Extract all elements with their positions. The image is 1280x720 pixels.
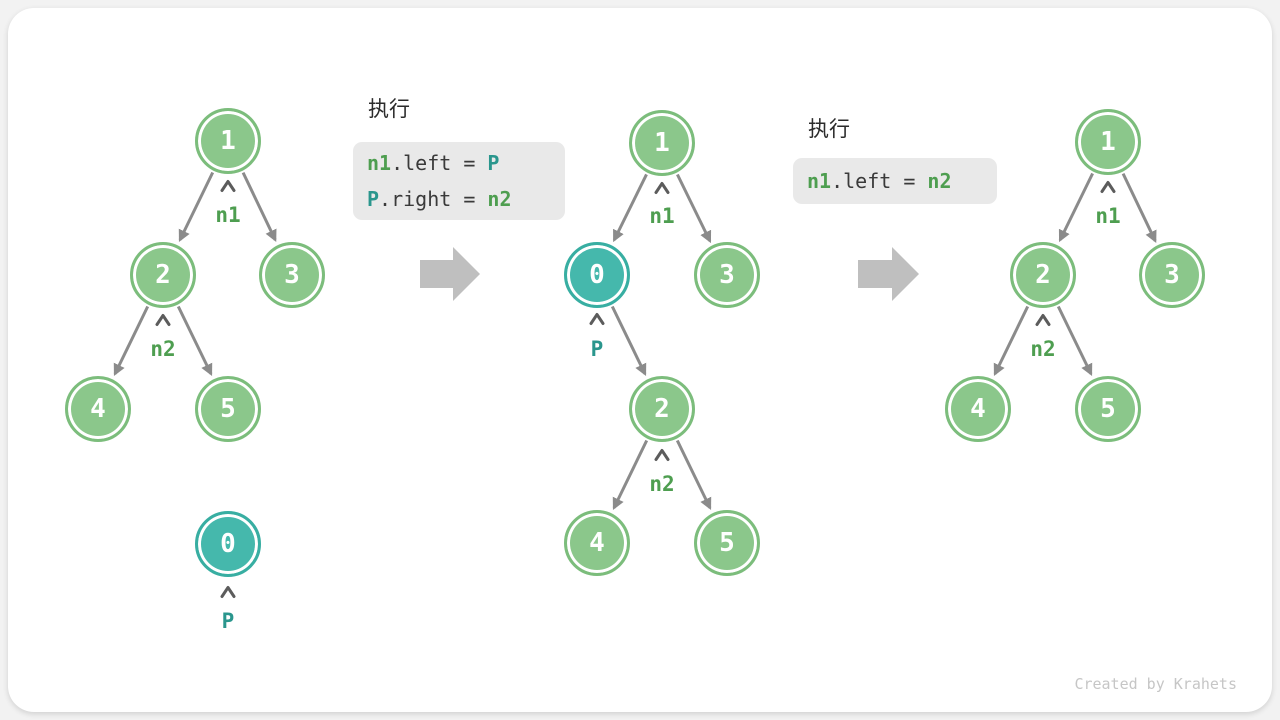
node-value: 5 [220, 394, 236, 424]
edge-1-3 [241, 171, 277, 242]
node-value: 5 [1100, 394, 1116, 424]
caret-up-icon [1100, 181, 1116, 193]
code-token: n1 [367, 151, 392, 175]
caret-up-icon [220, 180, 236, 192]
pointer-label-n2: n2 [150, 337, 176, 361]
step1-title: 执行 [368, 98, 410, 121]
edge-1-2 [1058, 172, 1094, 243]
step1-code-box: n1.left = P P.right = n2 [353, 142, 565, 220]
code-token: .left = [391, 151, 488, 175]
edge-0-2 [610, 305, 647, 377]
node-value: 0 [589, 260, 605, 290]
pointer-label-p: P [221, 609, 235, 633]
node-value: 3 [1164, 260, 1180, 290]
code-token: P [367, 187, 380, 211]
node-value: 2 [1035, 260, 1051, 290]
code-token: n2 [487, 187, 512, 211]
edge-1-2 [178, 171, 215, 243]
tree-left-edges [113, 171, 277, 377]
tree-right-edges [993, 172, 1157, 377]
caret-up-icon [654, 182, 670, 194]
pointer-label-n1: n1 [215, 203, 241, 227]
tree-node: 4 [564, 510, 630, 576]
node-value: 5 [719, 528, 735, 558]
pointer-label-n2: n2 [649, 472, 675, 496]
tree-node-p: 0 [564, 242, 630, 308]
node-value: 3 [284, 260, 300, 290]
tree-node: 3 [694, 242, 760, 308]
caret-up-icon [155, 314, 171, 326]
edge-2-4 [113, 305, 150, 377]
node-value: 0 [220, 529, 236, 559]
caret-up-icon [654, 449, 670, 461]
caret-up-icon [589, 313, 605, 325]
edge-2-4 [612, 439, 649, 511]
right-block-arrow-icon [858, 247, 919, 301]
node-value: 4 [589, 528, 605, 558]
pointer-label-n2: n2 [1030, 337, 1056, 361]
tree-node: 5 [1075, 376, 1141, 442]
tree-node: 2 [1010, 242, 1076, 308]
pointer-label-p: P [590, 337, 604, 361]
tree-middle-edges [610, 173, 712, 511]
tree-node: 1 [629, 110, 695, 176]
tree-node-p: 0 [195, 511, 261, 577]
pointer-label-n1: n1 [649, 204, 675, 228]
edge-1-3 [1121, 172, 1157, 243]
step2-code-box: n1.left = n2 [793, 158, 997, 204]
tree-node: 4 [65, 376, 131, 442]
tree-node: 5 [694, 510, 760, 576]
code-token: .left = [831, 169, 928, 193]
code-token: n2 [927, 169, 952, 193]
tree-node: 3 [259, 242, 325, 308]
node-value: 2 [654, 394, 670, 424]
tree-node: 5 [195, 376, 261, 442]
node-value: 1 [654, 128, 670, 158]
code-token: .right = [379, 187, 488, 211]
tree-node: 2 [130, 242, 196, 308]
caret-up-icon [220, 586, 236, 598]
node-value: 2 [155, 260, 171, 290]
node-value: 3 [719, 260, 735, 290]
tree-node: 3 [1139, 242, 1205, 308]
tree-node: 2 [629, 376, 695, 442]
tree-node: 4 [945, 376, 1011, 442]
pointer-carets [155, 180, 1116, 598]
code-line: n1.left = P [367, 145, 551, 181]
edge-2-4 [993, 305, 1030, 377]
step-arrows [420, 247, 919, 301]
code-line: P.right = n2 [367, 181, 551, 217]
node-value: 4 [90, 394, 106, 424]
step2-title: 执行 [808, 118, 850, 141]
edge-1-0 [612, 173, 648, 243]
code-line: n1.left = n2 [807, 163, 983, 199]
edge-2-5 [675, 439, 712, 511]
edge-1-3 [676, 173, 712, 244]
tree-node: 1 [195, 108, 261, 174]
node-value: 1 [1100, 127, 1116, 157]
right-block-arrow-icon [420, 247, 480, 301]
node-value: 4 [970, 394, 986, 424]
caret-up-icon [1035, 314, 1051, 326]
code-token: n1 [807, 169, 832, 193]
pointer-label-n1: n1 [1095, 204, 1121, 228]
node-value: 1 [220, 126, 236, 156]
edge-2-5 [1056, 305, 1093, 377]
tree-node: 1 [1075, 109, 1141, 175]
credit-caption: Created by Krahets [1074, 675, 1237, 693]
edge-2-5 [176, 305, 213, 377]
code-token: P [487, 151, 500, 175]
